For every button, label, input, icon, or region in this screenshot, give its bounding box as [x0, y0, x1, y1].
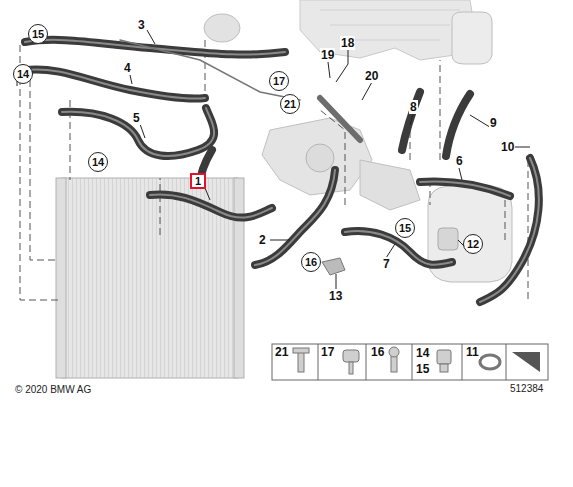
callout-number: 16: [305, 256, 317, 268]
callout-number: 7: [382, 257, 391, 271]
callout-number: 3: [137, 18, 146, 32]
callout-number: 5: [132, 111, 141, 125]
callout-number: 2: [258, 233, 267, 247]
callout-number: 21: [284, 98, 296, 110]
callout-number: 15: [415, 362, 430, 376]
callout-number: 13: [328, 289, 343, 303]
callout-number: 9: [489, 116, 498, 130]
circled-callout: 12: [463, 234, 483, 254]
callout-number: 19: [320, 48, 335, 62]
callout-number: 1: [195, 175, 201, 187]
callout-number: 8: [409, 100, 418, 114]
copyright-note: © 2020 BMW AG: [14, 383, 92, 397]
callout-number: 10: [500, 140, 515, 154]
circled-callout: 17: [269, 71, 289, 91]
callout-number: 16: [370, 345, 385, 359]
circled-callout: 15: [28, 24, 48, 44]
circled-callout: 16: [301, 252, 321, 272]
callout-number: 4: [123, 61, 132, 75]
callout-number: 21: [274, 345, 289, 359]
callout-number: 17: [273, 75, 285, 87]
callout-number: 17: [320, 345, 335, 359]
callout-number: 11: [465, 345, 480, 359]
callout-number: 18: [340, 36, 355, 50]
callout-number: 12: [467, 238, 479, 250]
callout-number: 6: [455, 154, 464, 168]
callout-number: 14: [92, 156, 104, 168]
diagram-number: 512384: [509, 382, 544, 396]
circled-callout: 21: [280, 94, 300, 114]
circled-callout: 14: [13, 64, 33, 84]
callout-number: 15: [32, 28, 44, 40]
callout-number: 15: [399, 222, 411, 234]
callout-number: 14: [415, 346, 430, 360]
highlight-box: 1: [190, 173, 206, 189]
callout-number: 20: [364, 69, 379, 83]
circled-callout: 15: [395, 218, 415, 238]
callout-number: 14: [17, 68, 29, 80]
circled-callout: 14: [88, 152, 108, 172]
